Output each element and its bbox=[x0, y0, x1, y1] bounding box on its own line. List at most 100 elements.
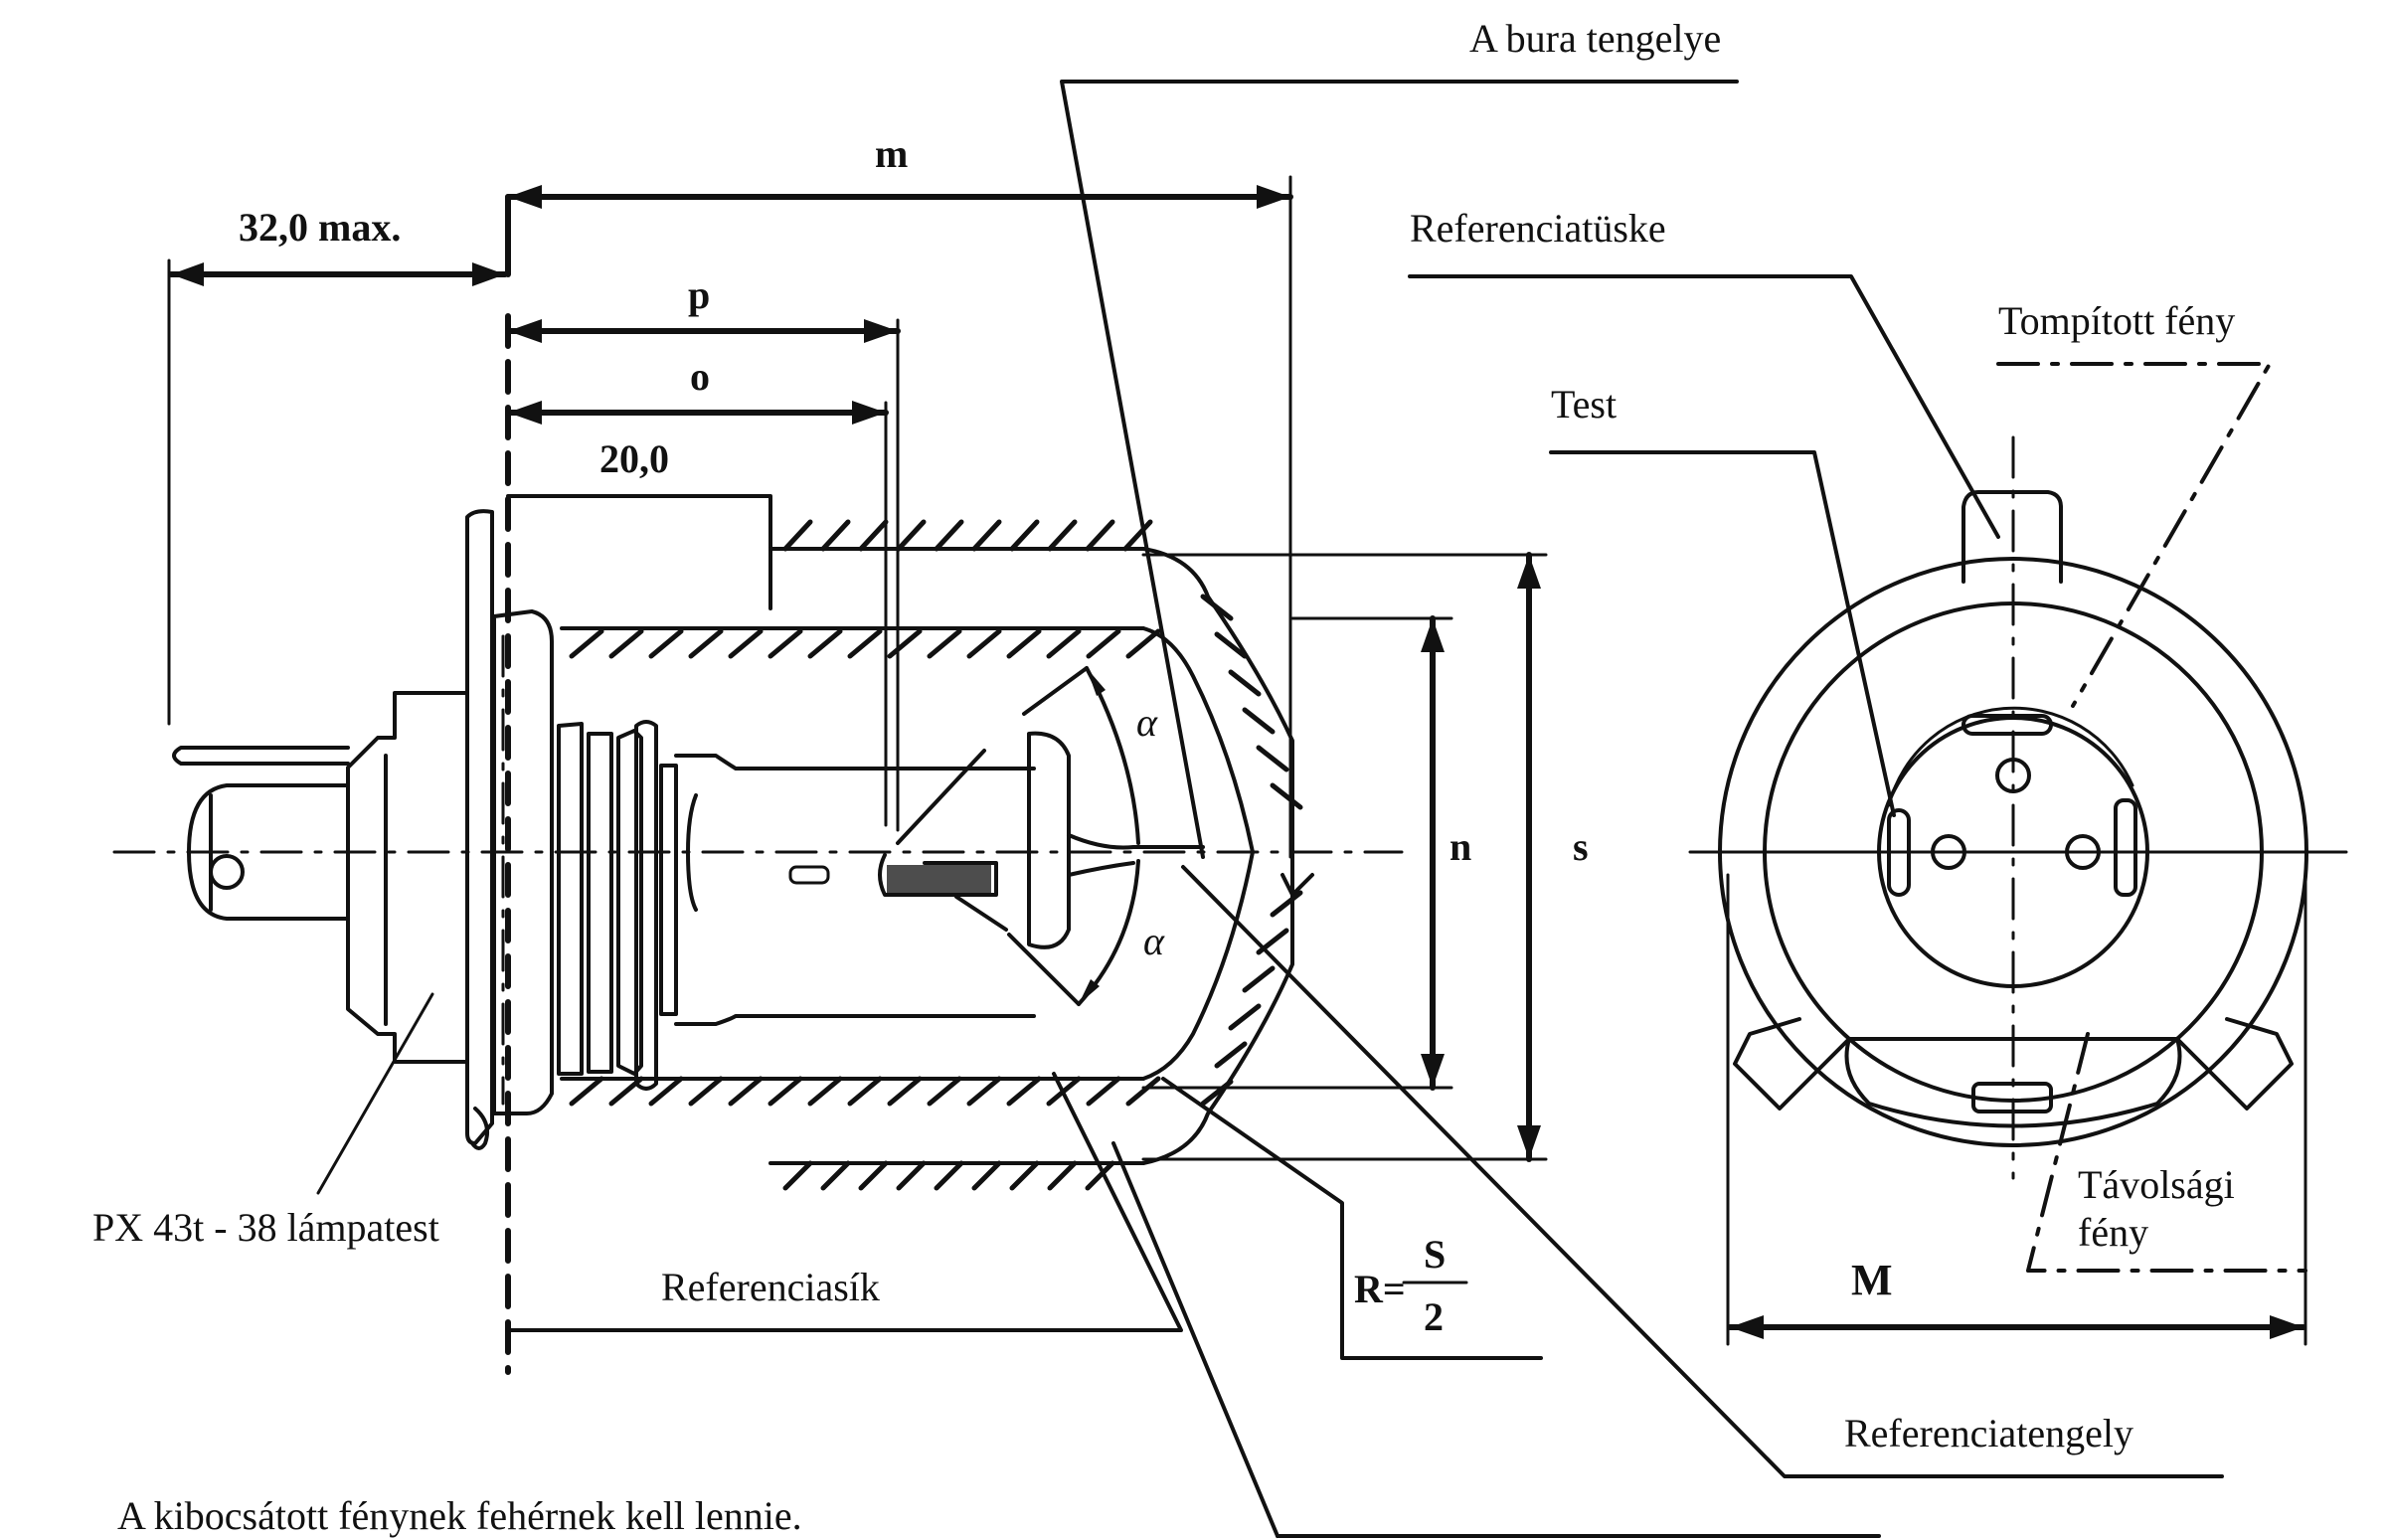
radius-label-prefix: R= bbox=[1354, 1267, 1406, 1311]
front-inner-ring bbox=[1763, 601, 2264, 1103]
dimension-s: s bbox=[1141, 552, 1589, 1162]
lamp-rings bbox=[557, 720, 1036, 1091]
hatch-mark bbox=[847, 1076, 883, 1107]
hatch-mark bbox=[1122, 519, 1153, 552]
hatch-mark bbox=[966, 628, 1002, 659]
hatch-mark bbox=[1009, 1160, 1040, 1191]
hatch-mark bbox=[608, 628, 644, 659]
hatch-mark bbox=[858, 1160, 889, 1191]
front-view: M Referenciatüske Tompított fény Test Tá… bbox=[1408, 206, 2348, 1346]
hatch-mark bbox=[927, 1076, 962, 1107]
callout-label-reference-pin: Referenciatüske bbox=[1410, 206, 1666, 251]
dimension-label-M: M bbox=[1851, 1256, 1893, 1304]
callout-driving-beam: Távolsági fény bbox=[2026, 1032, 2307, 1273]
callout-label-reference-axis: Referenciatengely bbox=[1844, 1411, 2133, 1455]
radius-label-denominator: 2 bbox=[1424, 1294, 1444, 1339]
callout-label-driving-beam-line1: Távolsági bbox=[2078, 1162, 2235, 1207]
hatch-mark bbox=[896, 1160, 927, 1191]
hatch-mark bbox=[1242, 707, 1276, 735]
hatch-mark bbox=[971, 519, 1002, 552]
dimension-label-p: p bbox=[688, 272, 710, 317]
dimension-M: M bbox=[1726, 873, 2307, 1346]
dimension-p: p bbox=[505, 272, 901, 832]
hatch-mark bbox=[1085, 1160, 1115, 1191]
hatch-mark bbox=[1047, 1160, 1078, 1191]
hatch-mark bbox=[847, 628, 883, 659]
hatch-mark bbox=[1006, 1076, 1042, 1107]
callout-body: Test bbox=[1549, 382, 1896, 817]
hatch-mark bbox=[1228, 1003, 1262, 1031]
hatch-mark bbox=[1228, 669, 1262, 697]
callout-label-body: Test bbox=[1551, 382, 1617, 427]
dimension-o: o bbox=[505, 354, 889, 827]
radius-label-numerator: S bbox=[1424, 1232, 1446, 1277]
hatch-mark bbox=[1125, 628, 1161, 659]
callout-lower-leader bbox=[1111, 1141, 1881, 1538]
hatch-mark bbox=[927, 628, 962, 659]
callout-label-driving-beam-line2: fény bbox=[2078, 1210, 2148, 1255]
reference-pin bbox=[1961, 490, 2063, 584]
front-outer-ring bbox=[1718, 557, 2308, 1147]
callout-label-reference-plane: Referenciasík bbox=[661, 1265, 880, 1309]
hatch-mark bbox=[648, 1076, 684, 1107]
hatch-mark bbox=[1270, 782, 1303, 810]
hatch-mark bbox=[608, 1076, 644, 1107]
footnote: A kibocsátott fénynek fehérnek kell lenn… bbox=[117, 1493, 802, 1538]
callout-label-lamp-cap: PX 43t - 38 lámpatest bbox=[92, 1205, 439, 1250]
hatch-mark bbox=[820, 1160, 851, 1191]
hatch-mark bbox=[767, 1076, 803, 1107]
callout-reference-pin: Referenciatüske bbox=[1408, 206, 2000, 539]
hatch-mark bbox=[1256, 745, 1289, 772]
callout-lamp-cap: PX 43t - 38 lámpatest bbox=[92, 992, 439, 1250]
hatch-mark bbox=[934, 1160, 964, 1191]
callout-reference-axis: Referenciatengely bbox=[1181, 865, 2224, 1478]
hatch-mark bbox=[1242, 965, 1276, 993]
hatch-mark bbox=[569, 1076, 604, 1107]
hatch-mark bbox=[1214, 631, 1248, 659]
dimension-label-o: o bbox=[690, 354, 710, 399]
lamp-cap bbox=[172, 509, 554, 1150]
dimension-label-m: m bbox=[875, 131, 908, 176]
hatch-mark bbox=[1046, 628, 1082, 659]
hatch-mark bbox=[1009, 519, 1040, 552]
hatch-mark bbox=[820, 519, 851, 552]
side-view: 32,0 max. m p o 20,0 bbox=[92, 16, 2224, 1538]
hatch-mark bbox=[1125, 1076, 1161, 1107]
hatch-mark bbox=[1006, 628, 1042, 659]
callout-label-bulb-axis: A bura tengelye bbox=[1469, 16, 1721, 61]
envelope-hatching bbox=[569, 519, 1303, 1191]
dimension-label-32-max: 32,0 max. bbox=[239, 205, 401, 250]
callout-passing-beam: Tompított fény bbox=[1996, 298, 2272, 708]
hatch-mark bbox=[569, 628, 604, 659]
hatch-mark bbox=[1200, 1079, 1234, 1107]
hatch-mark bbox=[782, 519, 813, 552]
callout-bulb-axis: A bura tengelye bbox=[1060, 16, 1739, 859]
dimension-label-n: n bbox=[1449, 824, 1471, 869]
hatch-mark bbox=[971, 1160, 1002, 1191]
hatch-mark bbox=[688, 1076, 724, 1107]
hatch-mark bbox=[1086, 628, 1121, 659]
dimension-20: 20,0 bbox=[506, 436, 772, 610]
alpha-angles: α α bbox=[1007, 666, 1165, 1006]
hatch-mark bbox=[1086, 1076, 1121, 1107]
callout-reference-plane: Referenciasík bbox=[506, 1072, 1183, 1332]
dimension-label-s: s bbox=[1573, 824, 1589, 869]
dimension-label-20: 20,0 bbox=[599, 436, 669, 481]
dimension-32-max: 32,0 max. bbox=[167, 194, 511, 726]
hatch-mark bbox=[1214, 1041, 1248, 1069]
hatch-mark bbox=[1270, 890, 1303, 918]
hatch-mark bbox=[966, 1076, 1002, 1107]
hatch-mark bbox=[896, 519, 927, 552]
hatch-mark bbox=[767, 628, 803, 659]
radius-formula: R= S 2 bbox=[1161, 1077, 1543, 1360]
hatch-mark bbox=[648, 628, 684, 659]
hatch-mark bbox=[858, 519, 889, 552]
hatch-mark bbox=[1085, 519, 1115, 552]
hatch-mark bbox=[807, 1076, 843, 1107]
hatch-mark bbox=[1047, 519, 1078, 552]
filament bbox=[788, 731, 1205, 949]
callout-label-passing-beam: Tompított fény bbox=[1998, 298, 2235, 343]
hatch-mark bbox=[782, 1160, 813, 1191]
hatch-mark bbox=[807, 628, 843, 659]
